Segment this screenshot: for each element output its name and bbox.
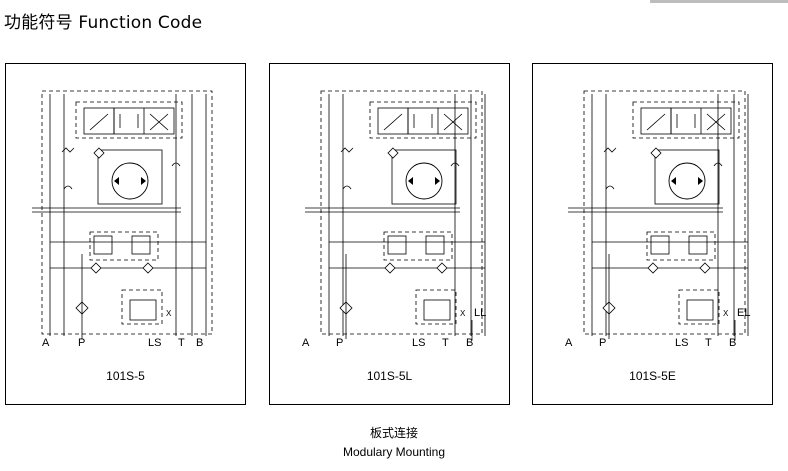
relief-valve xyxy=(425,235,445,255)
port-label-t: T xyxy=(442,337,449,349)
port-label-ls: LS xyxy=(412,337,425,349)
check-valve-symbol xyxy=(650,147,662,159)
port-label-ls: LS xyxy=(148,337,161,349)
port-label-el: EL xyxy=(737,307,750,319)
spring-icon xyxy=(61,147,75,153)
ls-relief-valve xyxy=(686,299,714,321)
top-scrollbar xyxy=(650,0,788,3)
orifice-icon xyxy=(342,185,352,190)
directional-valve xyxy=(640,107,732,135)
port-label-ls: LS xyxy=(675,337,688,349)
pipe-line xyxy=(89,113,109,131)
port-label-b: B xyxy=(196,337,203,349)
throttle-symbol: X xyxy=(723,309,729,318)
port-label-p: P xyxy=(599,337,606,349)
throttle-symbol: X xyxy=(460,309,466,318)
check-valve-symbol xyxy=(384,262,396,274)
orifice-icon xyxy=(713,162,723,167)
orifice-icon xyxy=(171,162,181,167)
check-valve-symbol xyxy=(142,262,154,274)
arrow-icon xyxy=(114,177,119,185)
page-title: 功能符号 Function Code xyxy=(4,13,203,33)
check-valve-symbol xyxy=(436,262,448,274)
model-label: 101S-5L xyxy=(366,369,413,383)
dashed-housing xyxy=(41,90,213,335)
port-label-a: A xyxy=(302,337,310,349)
pipe-line xyxy=(443,113,463,131)
metering-rotor xyxy=(405,162,443,200)
model-label: 101S-5E xyxy=(629,369,676,383)
arrow-icon xyxy=(435,177,440,185)
spring-icon xyxy=(603,147,617,153)
check-valve-symbol xyxy=(699,262,711,274)
arrow-icon xyxy=(698,177,703,185)
pilot-frame xyxy=(369,101,477,139)
port-label-b: B xyxy=(466,337,473,349)
port-label-p: P xyxy=(336,337,343,349)
arrow-icon xyxy=(671,177,676,185)
relief-valve xyxy=(688,235,708,255)
ls-frame xyxy=(678,289,720,325)
check-valve-symbol xyxy=(93,147,105,159)
relief-valve xyxy=(93,235,113,255)
arrow-icon xyxy=(408,177,413,185)
spring-icon xyxy=(340,147,354,153)
caption-english: Modulary Mounting xyxy=(342,445,446,459)
ls-frame xyxy=(121,289,163,325)
orifice-icon xyxy=(63,185,73,190)
orifice-icon xyxy=(605,185,615,190)
port-label-p: P xyxy=(78,337,85,349)
pilot-frame xyxy=(75,101,183,139)
hydraulic-schematic: X A P LS T B EL xyxy=(565,90,750,349)
dashed-housing xyxy=(583,90,746,335)
directional-valve xyxy=(83,107,175,135)
rotor-housing xyxy=(97,149,163,205)
port-label-a: A xyxy=(565,337,573,349)
arrow-icon xyxy=(141,177,146,185)
rotor-housing xyxy=(654,149,720,205)
port-label-b: B xyxy=(729,337,736,349)
caption-chinese: 板式连接 xyxy=(369,426,418,440)
port-label-t: T xyxy=(178,337,185,349)
ls-relief-valve xyxy=(129,299,157,321)
ls-relief-valve xyxy=(423,299,451,321)
orifice-icon xyxy=(450,162,460,167)
relief-frame xyxy=(646,231,716,261)
pilot-frame xyxy=(632,101,740,139)
port-label-t: T xyxy=(705,337,712,349)
hydraulic-schematic: X A P LS T B LL xyxy=(302,90,486,349)
ls-frame xyxy=(415,289,457,325)
relief-valve xyxy=(650,235,670,255)
metering-rotor xyxy=(668,162,706,200)
relief-frame xyxy=(383,231,453,261)
dashed-housing xyxy=(320,90,483,335)
function-panel-101S-5E: X A P LS T B EL 101S-5E xyxy=(532,63,773,405)
relief-frame xyxy=(89,231,159,261)
check-valve-symbol xyxy=(387,147,399,159)
check-valve-symbol xyxy=(90,262,102,274)
model-label: 101S-5 xyxy=(106,369,145,383)
port-label-a: A xyxy=(42,337,50,349)
metering-rotor xyxy=(111,162,149,200)
port-label-ll: LL xyxy=(474,307,486,319)
pipe-line xyxy=(706,113,726,131)
pipe-line xyxy=(383,113,403,131)
check-valve-symbol xyxy=(647,262,659,274)
relief-valve xyxy=(387,235,407,255)
pipe-line xyxy=(149,113,169,131)
rotor-housing xyxy=(391,149,457,205)
relief-valve xyxy=(131,235,151,255)
function-panel-101S-5L: X A P LS T B LL 101S-5L xyxy=(269,63,510,405)
directional-valve xyxy=(377,107,469,135)
throttle-symbol: X xyxy=(166,309,172,318)
pipe-line xyxy=(646,113,666,131)
